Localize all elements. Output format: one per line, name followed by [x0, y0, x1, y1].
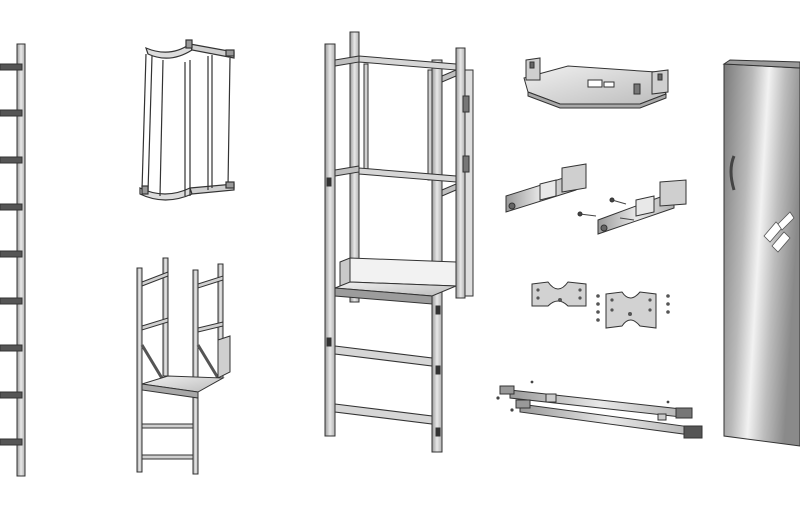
- door-logo-icon: [763, 211, 795, 253]
- wall-brackets: [505, 163, 687, 235]
- ladder-rungs: [0, 63, 23, 446]
- clamp-plates: [531, 281, 670, 329]
- diagonal-struts: [496, 380, 703, 439]
- vertical-ladder: [0, 43, 26, 477]
- access-door: [722, 59, 800, 447]
- rest-platform-large: [324, 31, 474, 453]
- safety-cage-hoop: [139, 39, 235, 201]
- platform-plate: [523, 57, 669, 109]
- rest-platform-small: [136, 257, 231, 475]
- door-handle-icon: [729, 155, 736, 191]
